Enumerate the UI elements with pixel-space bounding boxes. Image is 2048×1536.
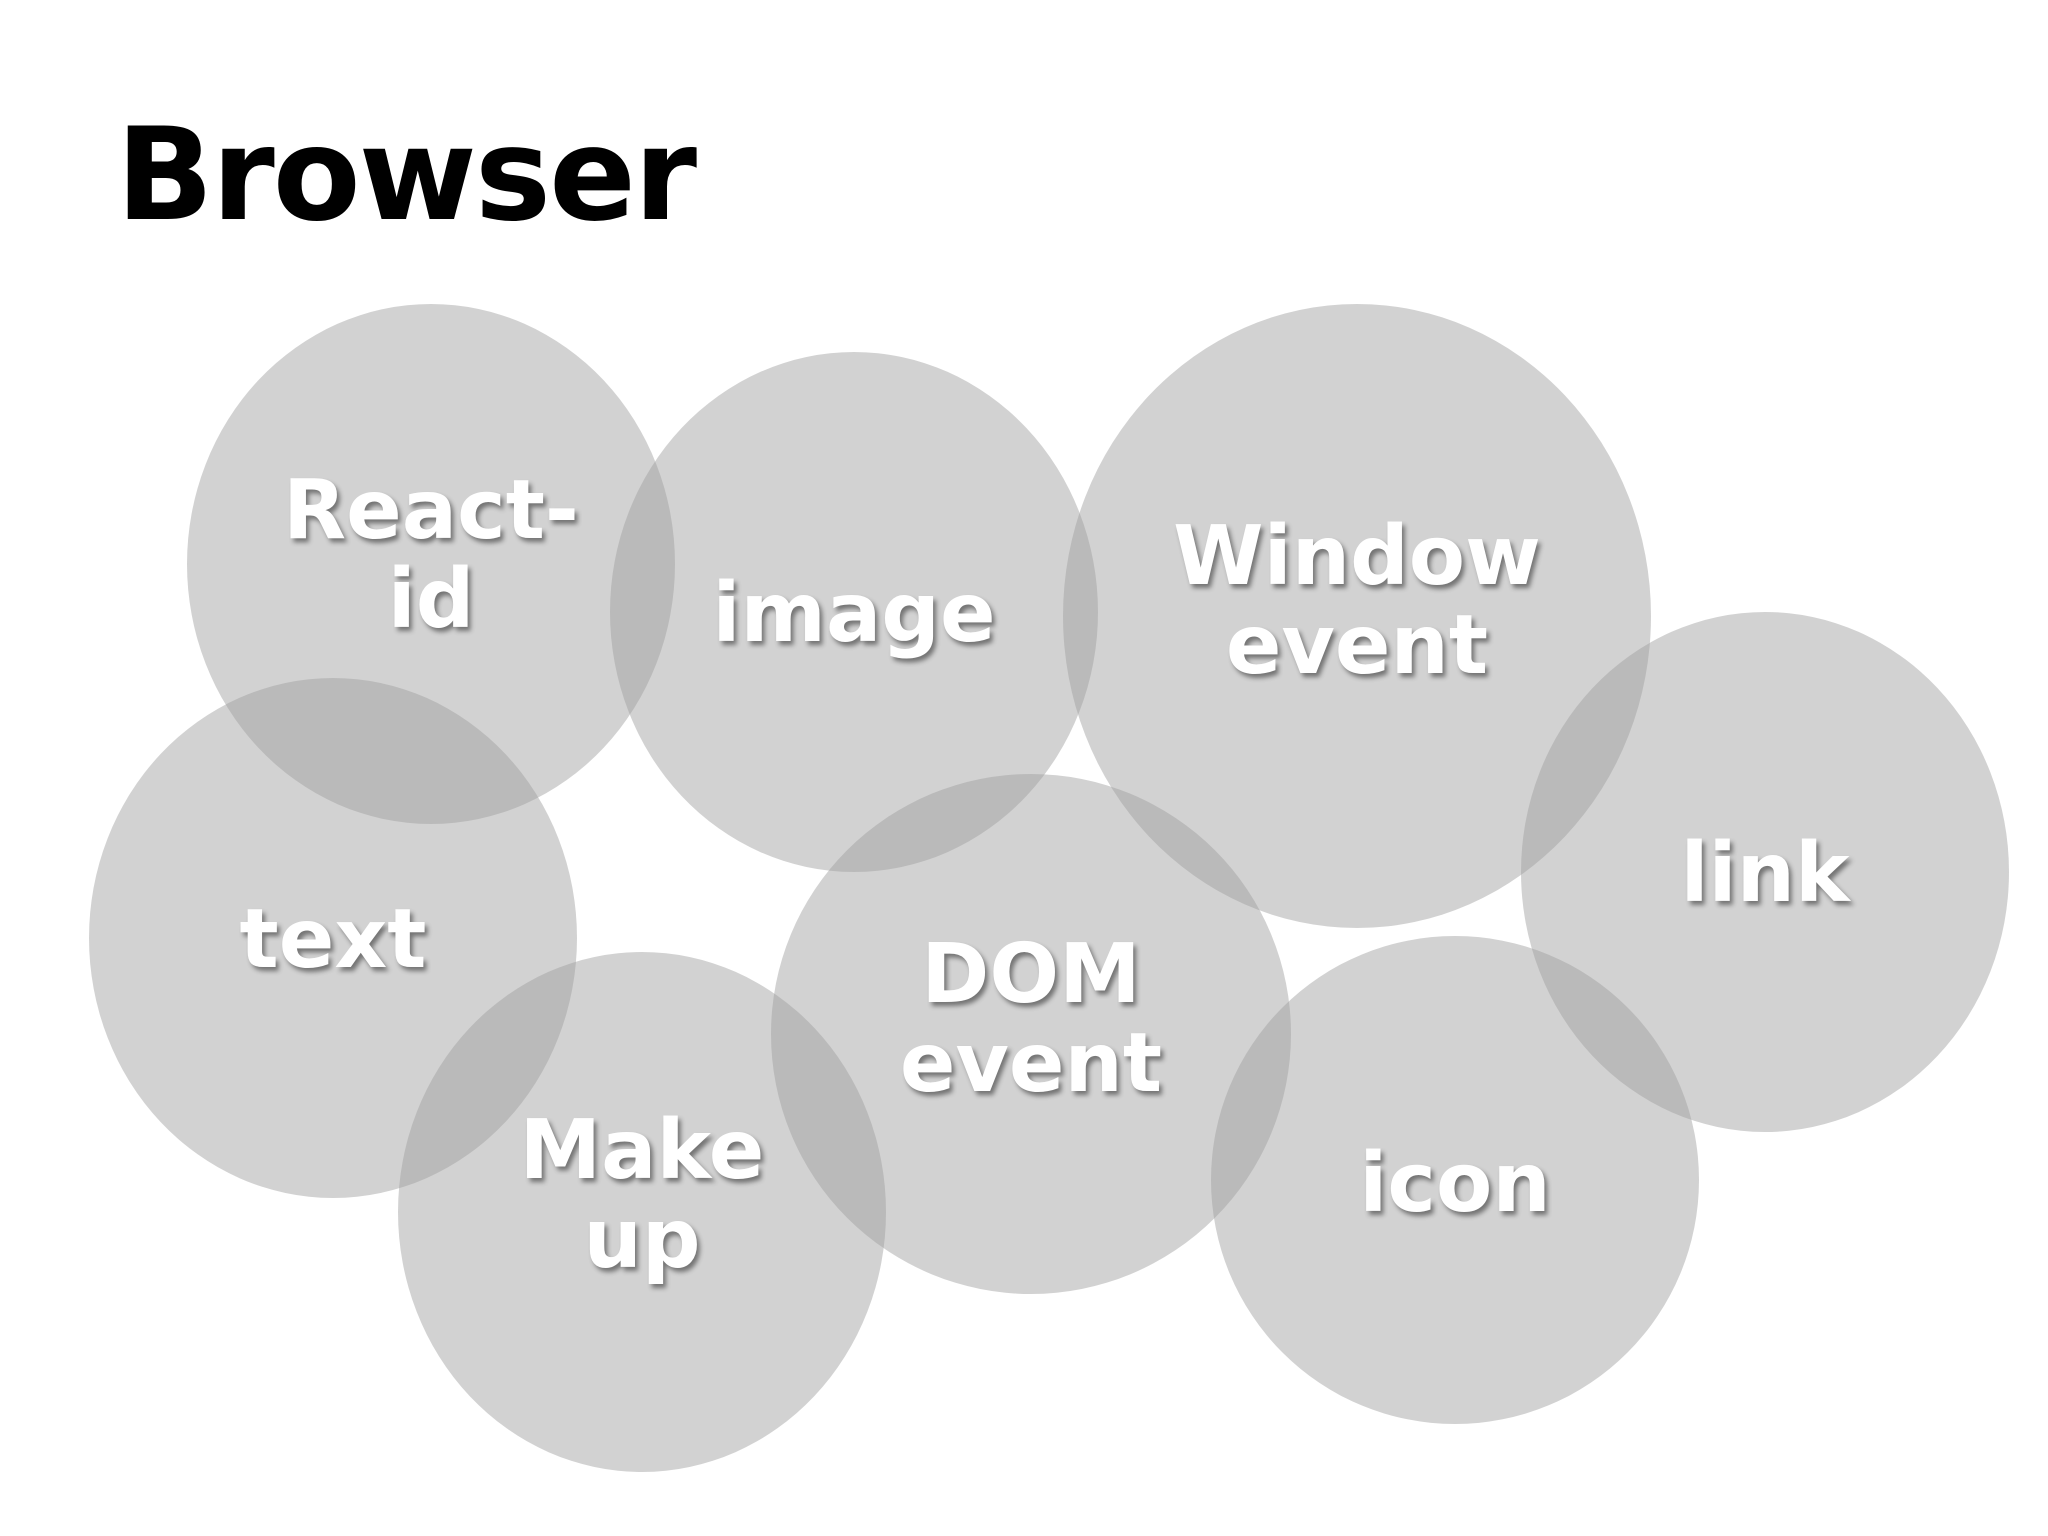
bubble-text: text [89,678,577,1198]
bubble-label-window-event: Window event [1173,509,1541,693]
bubble-label-dom-event: DOM event [899,927,1163,1111]
bubble-icon: icon [1211,936,1699,1424]
bubble-react-id: React- id [187,304,675,824]
bubble-label-make-up: Make up [519,1103,765,1287]
bubble-link: link [1521,612,2009,1132]
bubble-make-up: Make up [398,952,886,1472]
bubble-window-event: Window event [1063,304,1651,928]
bubble-image: image [610,352,1098,872]
slide-title: Browser [116,101,697,250]
bubble-label-react-id: React- id [283,463,579,647]
bubble-label-link: link [1680,825,1850,921]
bubble-label-icon: icon [1359,1135,1551,1231]
bubble-dom-event: DOM event [771,774,1291,1294]
bubble-label-image: image [712,565,996,661]
bubble-label-text: text [239,891,427,987]
